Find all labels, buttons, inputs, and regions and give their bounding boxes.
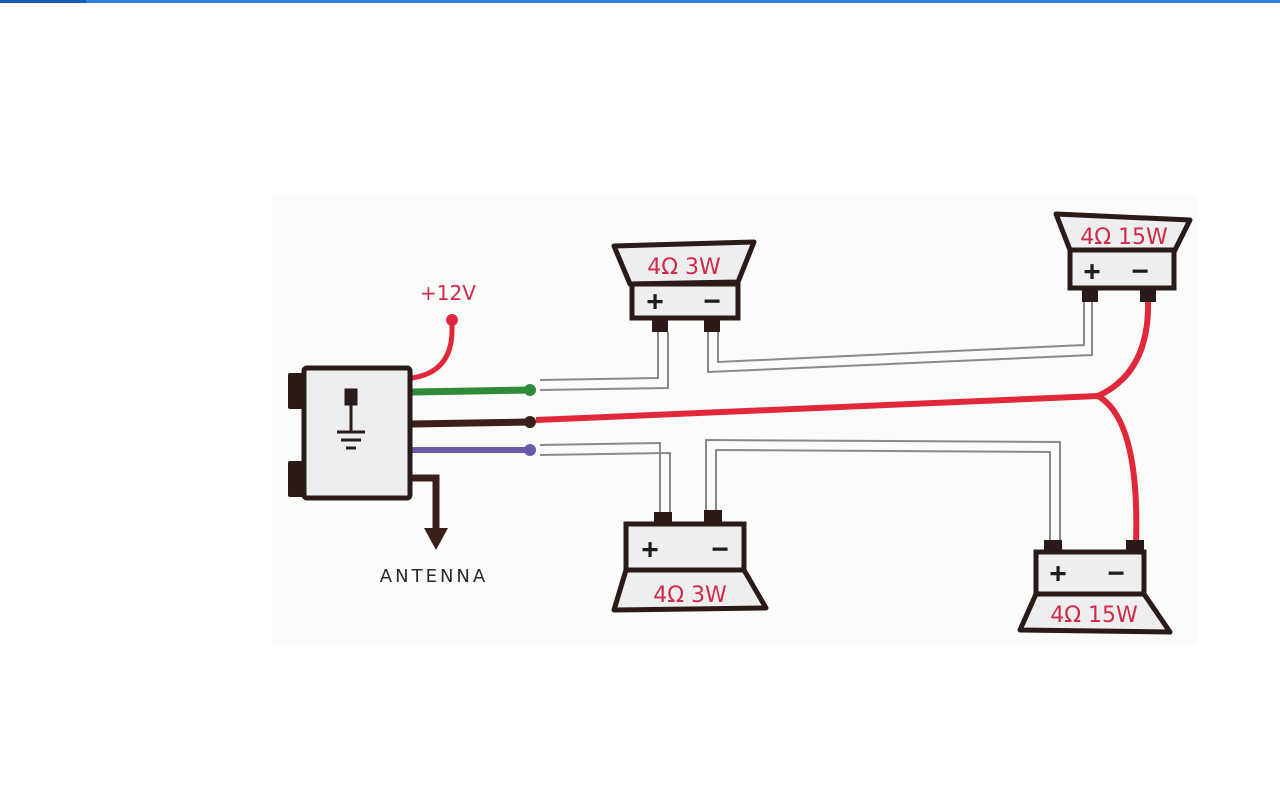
- speaker-top-right-plus-label: +: [1084, 254, 1101, 287]
- ground-icon: [337, 388, 365, 450]
- green-wire-node: [524, 384, 536, 396]
- red-wire-to-bottom-right-minus: [1096, 393, 1140, 546]
- speaker-top-left-plus-label: +: [647, 284, 664, 317]
- speaker-top-left-minus-label: −: [704, 284, 721, 317]
- top-accent-bar: [0, 0, 1280, 3]
- speaker-bottom-left: + − 4Ω 3W: [611, 510, 769, 613]
- black-wire: [411, 418, 529, 428]
- power-terminal-dot: [446, 314, 458, 326]
- speaker-bottom-right-plus-label: +: [1050, 556, 1067, 589]
- head-unit: [288, 365, 413, 501]
- gray-wires: [539, 300, 1093, 545]
- power-label: +12V: [420, 281, 476, 305]
- speaker-top-right-rating: 4Ω 15W: [1080, 225, 1168, 250]
- antenna-label: ANTENNA: [380, 566, 488, 587]
- speaker-bottom-right-minus-label: −: [1108, 556, 1125, 589]
- speaker-top-left-rating: 4Ω 3W: [647, 255, 721, 280]
- power-wire: [411, 320, 455, 381]
- green-wire: [411, 386, 531, 396]
- main-red-wire: [535, 393, 1099, 423]
- top-accent-tab: [0, 0, 86, 3]
- antenna-arrow: [424, 528, 448, 550]
- red-wire-to-top-right-minus: [1096, 299, 1152, 399]
- speaker-top-right: 4Ω 15W + −: [1053, 211, 1193, 302]
- speaker-bottom-left-rating: 4Ω 3W: [653, 583, 727, 608]
- speaker-bottom-left-plus-label: +: [642, 532, 659, 565]
- speaker-bottom-left-minus-label: −: [712, 532, 729, 565]
- speaker-bottom-right-rating: 4Ω 15W: [1050, 603, 1138, 628]
- speaker-top-left: 4Ω 3W + −: [611, 239, 757, 332]
- antenna-lead: [412, 474, 440, 528]
- speaker-bottom-right: + − 4Ω 15W: [1017, 540, 1173, 635]
- speaker-top-right-minus-label: −: [1132, 254, 1149, 287]
- purple-wire-node: [524, 444, 536, 456]
- black-wire-node: [524, 416, 536, 428]
